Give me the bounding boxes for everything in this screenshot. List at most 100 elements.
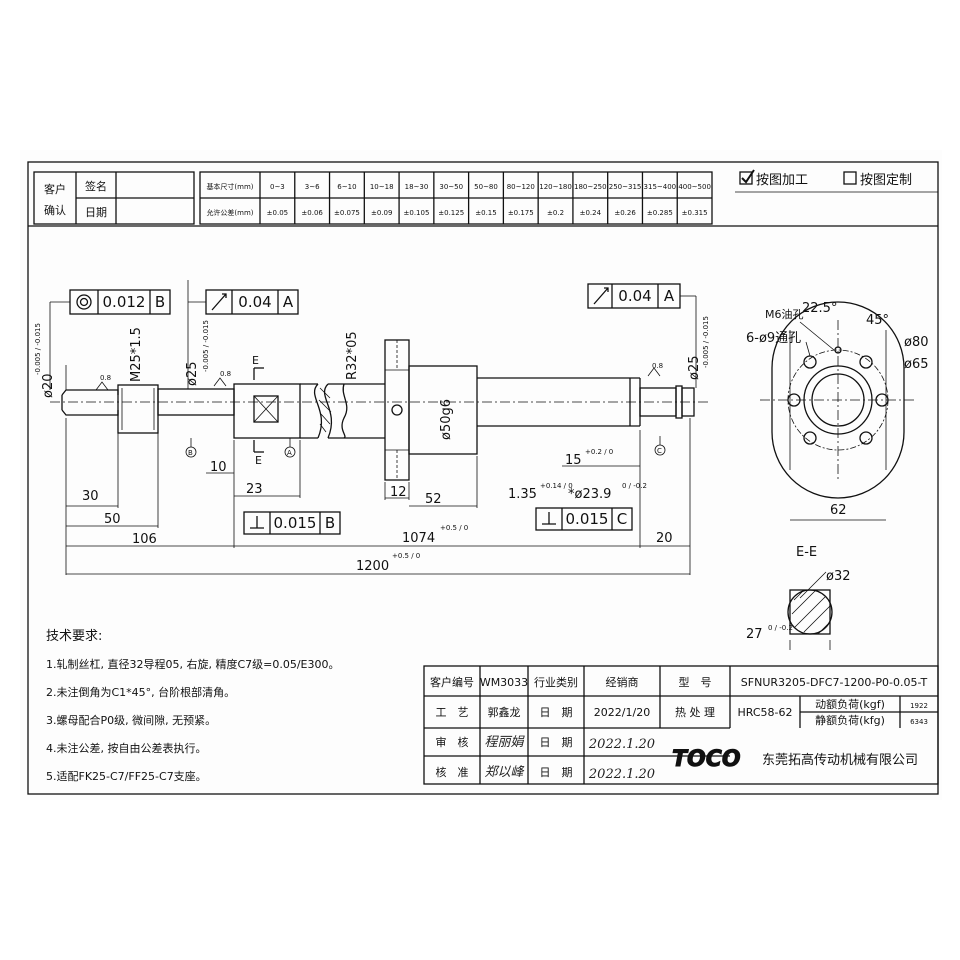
svg-text:0.8: 0.8 [652,362,663,370]
requirement-item: 1.轧制丝杠, 直径32导程05, 右旋, 精度C7级=0.05/E300。 [46,657,340,671]
size-range-cell: 400~500 [678,183,711,191]
svg-text:热 处 理: 热 处 理 [675,706,715,719]
svg-text:型 号: 型 号 [679,675,712,689]
check-icon [741,169,755,184]
svg-text:10: 10 [210,460,227,475]
svg-text:ø32: ø32 [826,569,851,584]
technical-requirements: 技术要求: 1.轧制丝杠, 直径32导程05, 右旋, 精度C7级=0.05/E… [46,629,340,783]
svg-text:45°: 45° [866,313,889,328]
requirement-item: 5.适配FK25-C7/FF25-C7支座。 [46,769,207,783]
gdt-right-frame: 0.04 A [587,283,697,388]
approve-signature: 郑以峰 [484,765,524,780]
flange-view: 62 M6油孔 6-ø9通孔 22.5° 45° ø80 ø65 [746,301,929,521]
svg-text:客户编号: 客户编号 [430,675,474,689]
tolerance-cell: ±0.26 [614,209,636,217]
gdt-left-frame: 0.012 B [49,289,171,390]
option-drawing-label: 按图加工 [756,173,808,188]
svg-text:0 / -0.2: 0 / -0.2 [768,624,793,632]
shaft-view [50,280,710,481]
svg-text:+0.2 / 0: +0.2 / 0 [585,448,613,456]
svg-text:+0.5 / 0: +0.5 / 0 [440,524,468,532]
diameter-labels: ø20 -0.005 / -0.015 M25*1.5 ø25 -0.005 /… [34,316,710,440]
svg-text:E: E [255,454,262,467]
processing-options: 按图加工 按图定制 [735,169,938,193]
svg-text:0.8: 0.8 [100,374,111,382]
requirement-item: 3.螺母配合P0级, 微间隙, 无预紧。 [46,713,216,727]
customer-label: 客户 [44,182,66,196]
runout-icon [211,293,227,311]
svg-text:0.04: 0.04 [238,293,271,311]
svg-text:A: A [283,293,294,311]
tolerance-cell: ±0.05 [267,209,288,217]
size-range-cell: 120~180 [539,183,572,191]
bolt-hole [859,431,873,445]
date-label: 日期 [85,206,107,219]
gdt-perp-frame-2: 0.015 C [535,507,633,531]
company-name: 东莞拓高传动机械有限公司 [762,752,918,768]
tolerance-label: 允许公差(mm) [206,208,253,217]
tolerance-cell: ±0.315 [682,209,708,217]
concentricity-icon [76,294,92,310]
svg-text:50: 50 [104,512,121,527]
frame-outer [27,161,939,795]
svg-text:HRC58-62: HRC58-62 [737,706,792,719]
tolerance-cell: ±0.2 [547,209,564,217]
requirements-title: 技术要求: [46,629,102,644]
bolt-hole [859,355,873,369]
section-ee: E-E ø32 27 0 / -0.2 [746,545,851,650]
svg-text:6-ø9通孔: 6-ø9通孔 [746,331,801,346]
size-range-cell: 180~250 [574,183,607,191]
option-custom-checkbox[interactable] [843,171,857,185]
svg-text:23: 23 [246,482,263,497]
tolerance-cell: ±0.06 [301,209,323,217]
svg-text:22.5°: 22.5° [802,301,837,316]
svg-text:经销商: 经销商 [606,675,639,689]
svg-text:0.012: 0.012 [103,293,146,311]
requirement-item: 2.未注倒角为C1*45°, 台阶根部清角。 [46,685,235,699]
perpendicularity-icon-2 [542,512,556,525]
svg-text:106: 106 [132,532,157,547]
svg-text:0.8: 0.8 [220,370,231,378]
bolt-hole [787,393,801,407]
nut-body [408,365,478,455]
title-block: 客户编号 WM3033 行业类别 经销商 型 号 SFNUR3205-DFC7-… [423,665,939,785]
option-drawing-checkbox[interactable] [739,171,753,185]
svg-text:郭鑫龙: 郭鑫龙 [488,705,521,719]
size-range-cell: 80~120 [507,183,535,191]
svg-text:A: A [664,287,675,305]
flange-outline [771,301,905,499]
svg-text:0.015: 0.015 [274,514,317,532]
sign-label: 签名 [85,179,107,193]
svg-text:ø25: ø25 [185,362,200,387]
svg-text:审 核: 审 核 [436,735,469,749]
svg-text:日 期: 日 期 [540,736,573,749]
svg-text:核 准: 核 准 [436,765,469,779]
svg-text:*ø23.9: *ø23.9 [568,487,611,502]
svg-text:C: C [617,510,627,528]
bolt-hole [875,393,889,407]
svg-text:ø65: ø65 [904,357,929,372]
review-signature: 程丽娟 [484,735,525,750]
svg-text:-0.005 / -0.015: -0.005 / -0.015 [202,320,210,372]
svg-text:1.35: 1.35 [508,487,537,502]
tolerance-table: 基本尺寸(mm) 允许公差(mm) 0~3±0.053~6±0.066~10±0… [199,171,713,225]
svg-text:30: 30 [82,489,99,504]
size-range-cell: 6~10 [337,183,356,191]
svg-text:2022/1/20: 2022/1/20 [594,706,650,719]
size-range-cell: 0~3 [270,183,285,191]
customer-confirm-block: 客户 确认 签名 日期 [33,171,195,225]
section-and-datum-marks: E E B A C [185,354,666,467]
svg-text:15: 15 [565,453,582,468]
tolerance-cell: ±0.285 [647,209,673,217]
oil-hole [834,346,842,354]
tolerance-cell: ±0.175 [508,209,534,217]
size-range-cell: 18~30 [405,183,429,191]
svg-text:C: C [657,447,662,455]
tolerance-cell: ±0.105 [404,209,430,217]
oil-hole-icon [391,404,403,416]
svg-text:-0.005 / -0.015: -0.005 / -0.015 [34,323,42,375]
svg-text:B: B [325,514,335,532]
svg-text:静额负荷(kfg): 静额负荷(kfg) [815,713,885,727]
